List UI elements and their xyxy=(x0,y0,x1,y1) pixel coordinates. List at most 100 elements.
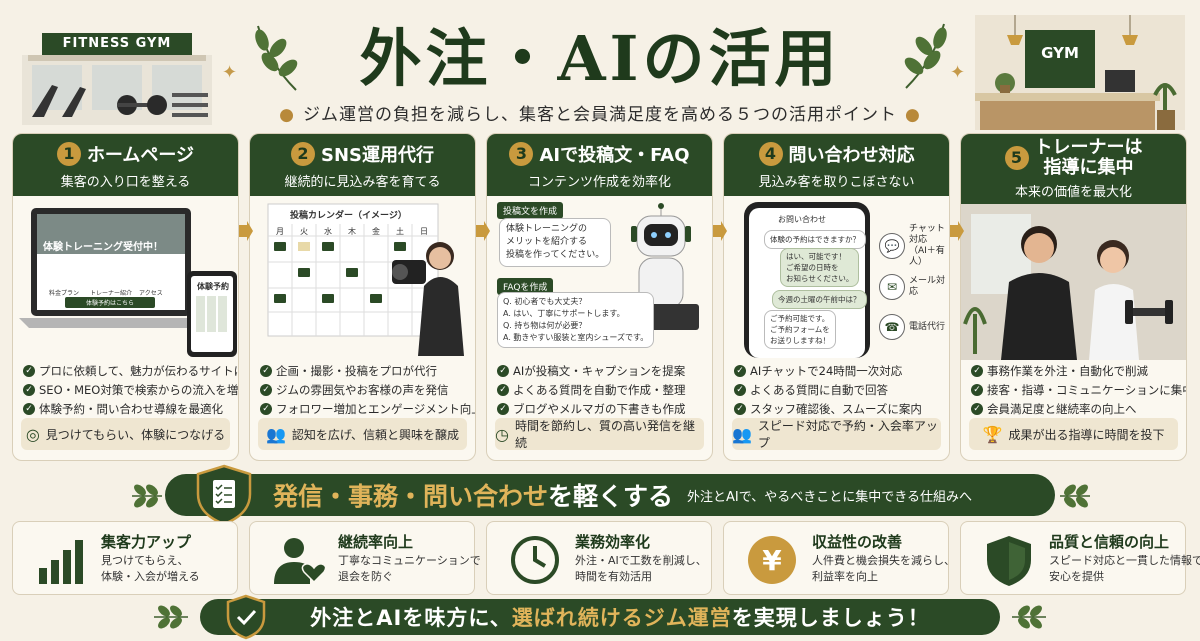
card-title: 指導に集中 xyxy=(1043,157,1134,178)
nav-label: トレーナー紹介 xyxy=(90,290,133,297)
prompt-bubble: 体験トレーニングの メリットを紹介する 投稿を作ってください。 xyxy=(499,218,612,267)
check-icon: ✓ xyxy=(23,403,35,415)
calendar-grid xyxy=(196,296,228,332)
arrow-right-icon xyxy=(476,221,490,241)
day-label: 木 xyxy=(348,227,356,236)
benefit-desc: 丁寧なコミュニケーションで退会を防ぐ xyxy=(338,554,481,583)
bullet: ✓ブログやメルマガの下書きも作成 xyxy=(497,400,709,419)
benefit-item: 継続率向上 丁寧なコミュニケーションで退会を防ぐ xyxy=(249,521,481,595)
card-bullets: ✓プロに依頼して、魅力が伝わるサイトに ✓SEO・MEO対策で検索からの流入を増… xyxy=(23,362,238,419)
phone-title: お問い合わせ xyxy=(778,215,826,224)
chat-icon: 💬 xyxy=(879,233,905,259)
trainer-illustration xyxy=(961,204,1186,360)
card-footer: ◷時間を節約し、質の高い発信を継続 xyxy=(495,418,704,450)
target-icon: ◎ xyxy=(25,424,40,444)
check-icon: ✓ xyxy=(971,403,983,415)
svg-text:¥: ¥ xyxy=(762,544,782,577)
ai-robot-illustration: 投稿文を作成 体験トレーニングの メリットを紹介する 投稿を作ってください。 F… xyxy=(487,196,712,359)
channel-email: ✉ メール対応 xyxy=(879,274,949,300)
benefit-desc: 人件費と機会損失を減らし、利益率を向上 xyxy=(812,554,955,583)
check-icon: ✓ xyxy=(260,384,272,396)
benefit-desc: 見つけてもらえ、体験・入会が増える xyxy=(101,554,200,583)
bullet: ✓事務作業を外注・自動化で削減 xyxy=(971,362,1183,381)
check-icon: ✓ xyxy=(23,365,35,377)
tag-post-writing: 投稿文を作成 xyxy=(497,202,564,219)
card-number: 4 xyxy=(758,142,783,166)
bullet: ✓SEO・MEO対策で検索からの流入を増加 xyxy=(23,381,238,400)
bullet: ✓よくある質問に自動で回答 xyxy=(734,381,946,400)
card-footer: ◎見つけてもらい、体験につなげる xyxy=(21,418,230,450)
check-icon: ✓ xyxy=(497,384,509,396)
card-title: SNS運用代行 xyxy=(321,145,434,166)
chat-message-reply: はい、可能です！ ご希望の日時を お知らせください。 xyxy=(780,248,860,287)
check-icon: ✓ xyxy=(497,365,509,377)
arrow-right-icon xyxy=(239,221,253,241)
check-icon: ✓ xyxy=(260,365,272,377)
chat-message-user: 今週の土曜の午前中は？ xyxy=(772,290,867,309)
page-title: 外注・AIの活用 xyxy=(359,22,841,95)
benefit-item: 品質と信頼の向上 スピード対応と一貫した情報で安心を提供 xyxy=(960,521,1200,595)
benefit-title: 品質と信頼の向上 xyxy=(1049,533,1170,551)
arrow-right-icon xyxy=(950,221,964,241)
day-label: 月 xyxy=(276,227,284,236)
banner-note: 外注とAIで、やるべきことに集中できる仕組みへ xyxy=(687,489,972,505)
card-subtitle: 継続的に見込み客を育てる xyxy=(284,175,441,190)
card-subtitle: 集客の入り口を整える xyxy=(60,175,191,190)
card-footer: 🏆成果が出る指導に時間を投下 xyxy=(969,418,1178,450)
sparkle-icon: ✦ xyxy=(222,62,238,83)
header: FITNESS GYM GYM ✦ ✦ 外注・AIの活用 ●ジム運営の負担を減ら… xyxy=(0,0,1200,130)
bullet: ✓接客・指導・コミュニケーションに集中 xyxy=(971,381,1186,400)
bullet: ✓体験予約・問い合わせ導線を最適化 xyxy=(23,400,235,419)
bullet: ✓フォロワー増加とエンゲージメント向上 xyxy=(260,400,475,419)
check-icon: ✓ xyxy=(734,403,746,415)
bullet: ✓AIチャットで24時間一次対応 xyxy=(734,362,946,381)
benefit-item: ¥ 収益性の改善 人件費と機会損失を減らし、利益率を向上 xyxy=(723,521,955,595)
bullet: ✓会員満足度と継続率の向上へ xyxy=(971,400,1183,419)
nav-label: アクセス xyxy=(139,290,163,297)
leaf-decoration-icon xyxy=(132,484,162,508)
checklist-shield-icon xyxy=(196,464,252,526)
bullet: ✓ジムの雰囲気やお客様の声を発信 xyxy=(260,381,472,400)
channel-chat: 💬 チャット対応（AI＋有人） xyxy=(879,224,949,268)
bullet: ✓よくある質問を自動で作成・整理 xyxy=(497,381,709,400)
clock-icon xyxy=(511,536,559,584)
benefit-title: 集客力アップ xyxy=(101,533,192,551)
benefit-list: 集客力アップ 見つけてもらえ、体験・入会が増える 継続率向上 丁寧なコミュニケー… xyxy=(12,521,1200,595)
day-label: 金 xyxy=(372,227,380,236)
bullet: ✓AIが投稿文・キャプションを提案 xyxy=(497,362,709,381)
benefit-desc: 外注・AIで工数を削減し、時間を有効活用 xyxy=(575,554,707,583)
card-bullets: ✓企画・撮影・投稿をプロが代行 ✓ジムの雰囲気やお客様の声を発信 ✓フォロワー増… xyxy=(260,362,475,419)
people-icon: 👥 xyxy=(732,424,752,444)
bullet: ✓スタッフ確認後、スムーズに案内 xyxy=(734,400,946,419)
sns-calendar-illustration: 投稿カレンダー（イメージ） 月 火 水 木 金 土 日 xyxy=(250,196,475,359)
day-label: 土 xyxy=(396,227,404,236)
phone-title: 体験予約 xyxy=(197,282,229,291)
bar-chart-icon xyxy=(39,540,83,584)
clock-icon: ◷ xyxy=(495,424,509,444)
card-number: 3 xyxy=(509,142,534,166)
card-bullets: ✓AIが投稿文・キャプションを提案 ✓よくある質問を自動で作成・整理 ✓ブログや… xyxy=(497,362,709,419)
card-title: トレーナーは xyxy=(1034,137,1143,158)
benefit-title: 継続率向上 xyxy=(338,533,414,551)
benefit-desc: スピード対応と一貫した情報で安心を提供 xyxy=(1049,554,1200,583)
benefit-item: 集客力アップ 見つけてもらえ、体験・入会が増える xyxy=(12,521,238,595)
day-label: 日 xyxy=(420,227,428,236)
card-title: 問い合わせ対応 xyxy=(788,145,915,166)
closing-banner: 外注とAIを味方に、選ばれ続けるジム運営を実現しましょう！ xyxy=(200,599,1000,635)
gym-sign-right: GYM xyxy=(1041,44,1079,62)
hero-text: 体験トレーニング受付中！ xyxy=(43,242,163,253)
faq-bubble: Q. 初心者でも大丈夫？ A. はい、丁寧にサポートします。 Q. 持ち物は何が… xyxy=(497,292,655,348)
check-icon: ✓ xyxy=(734,384,746,396)
chat-message-reply: ご予約可能です。 ご予約フォームを お送りしますね！ xyxy=(764,310,836,349)
page-subtitle: ●ジム運営の負担を減らし、集客と会員満足度を高める５つの活用ポイント● xyxy=(279,105,921,125)
card-footer: 👥認知を広げ、信頼と興味を醸成 xyxy=(258,418,467,450)
people-icon: 👥 xyxy=(265,424,286,444)
card-title: ホームページ xyxy=(86,145,195,166)
yen-icon: ¥ xyxy=(748,536,796,584)
benefit-title: 業務効率化 xyxy=(575,533,651,551)
nav-label: 料金プラン xyxy=(49,290,80,297)
cta-button: 体験予約はこちら xyxy=(65,297,155,308)
card-number: 5 xyxy=(1004,146,1029,170)
